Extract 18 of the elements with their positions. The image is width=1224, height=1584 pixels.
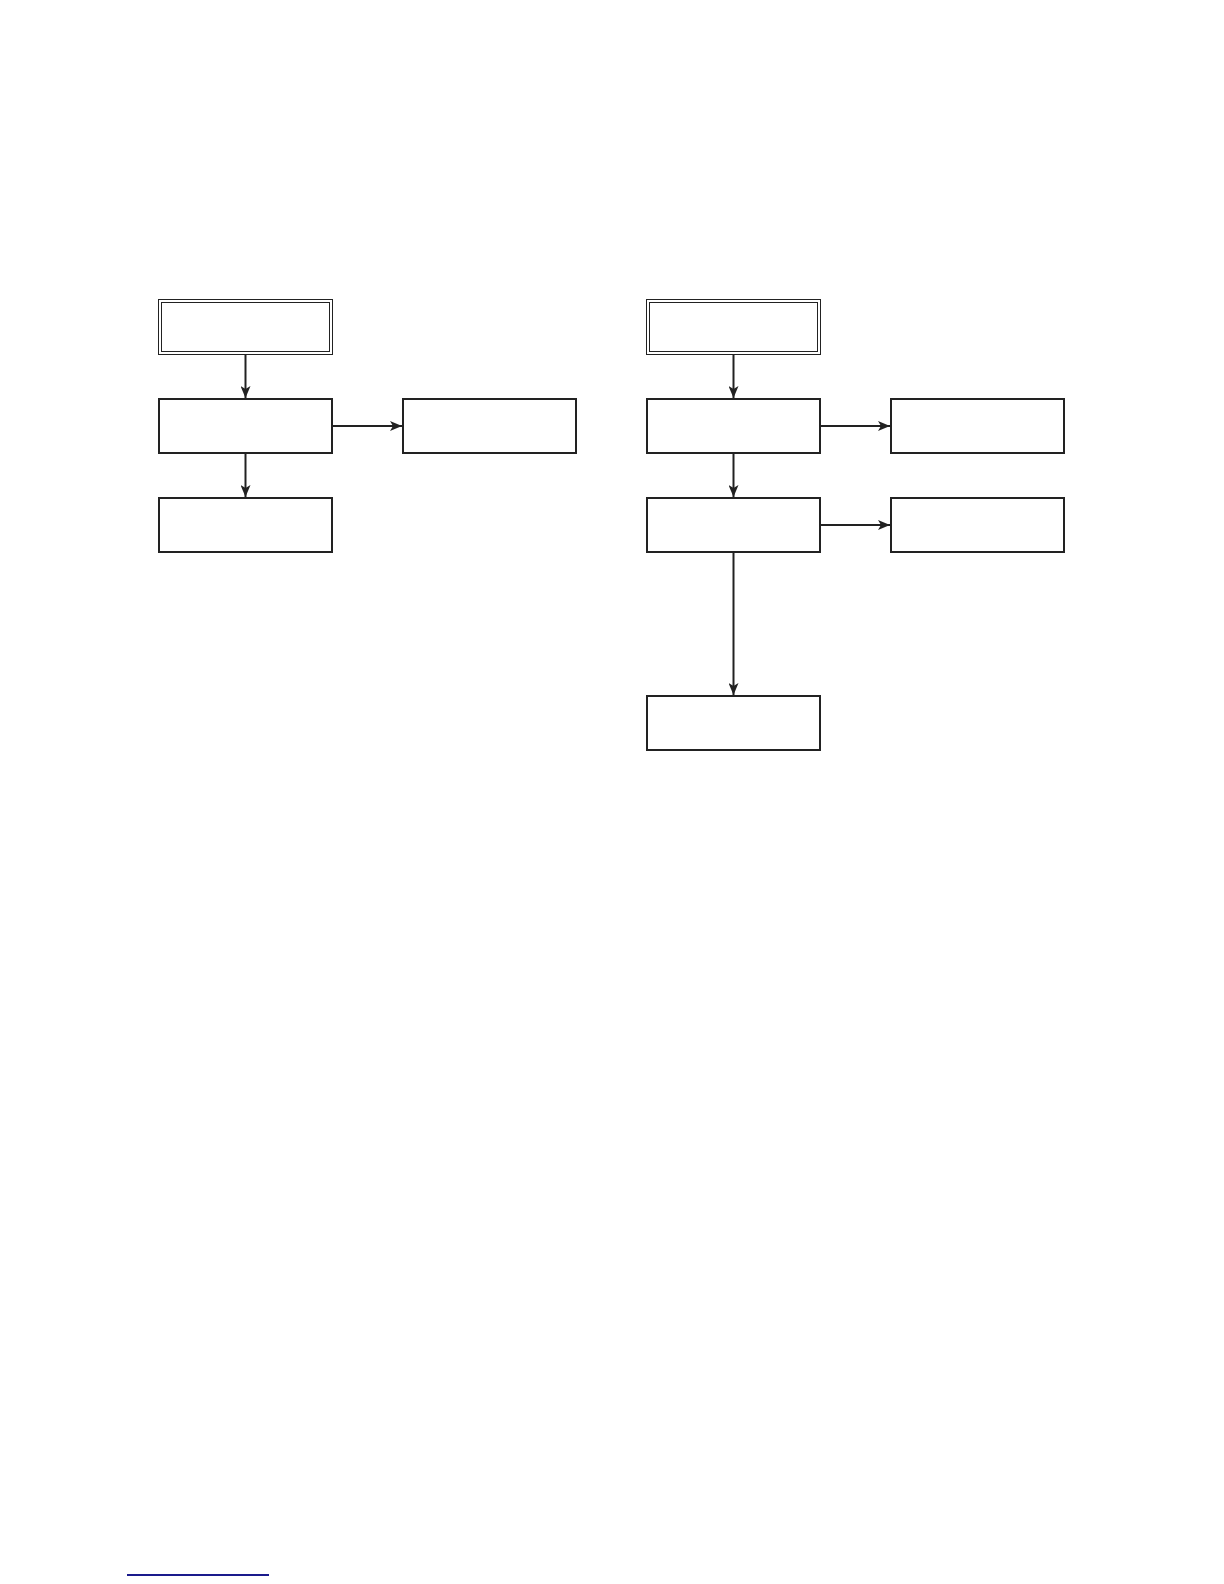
- start-box: [646, 299, 821, 355]
- arrow: [728, 453, 739, 498]
- arrow: [728, 552, 739, 696]
- process-box: [158, 398, 333, 454]
- process-box: [158, 497, 333, 553]
- process-box: [890, 398, 1065, 454]
- process-box: [890, 497, 1065, 553]
- arrow: [820, 421, 891, 431]
- arrow: [820, 520, 891, 530]
- process-box: [402, 398, 577, 454]
- arrow: [728, 354, 739, 399]
- arrow: [332, 421, 403, 431]
- process-box: [646, 695, 821, 751]
- process-box: [646, 497, 821, 553]
- start-box: [158, 299, 333, 355]
- arrow: [240, 354, 251, 399]
- process-box: [646, 398, 821, 454]
- arrow: [240, 453, 251, 498]
